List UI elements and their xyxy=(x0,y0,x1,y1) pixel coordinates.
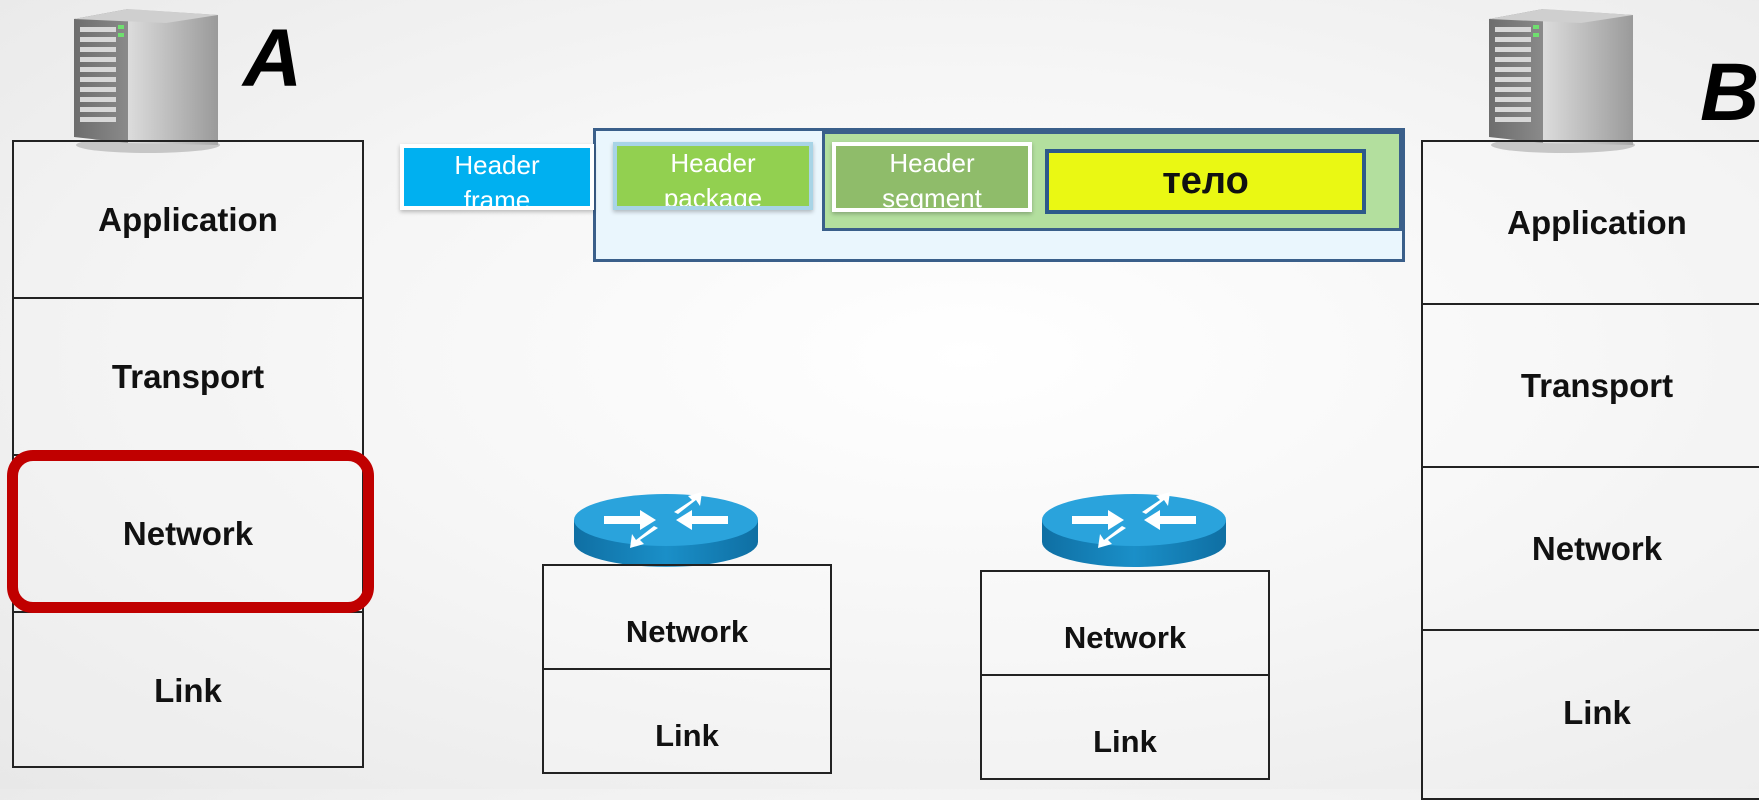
router-1-icon xyxy=(574,492,758,567)
host-b-label: B xyxy=(1700,47,1759,138)
packet-body: тело xyxy=(1045,149,1366,214)
host-b-layer-application: Application xyxy=(1423,142,1759,305)
host-b-layer-network: Network xyxy=(1423,468,1759,631)
package-header: Header package xyxy=(613,142,813,210)
router-1-layer-network: Network xyxy=(544,566,830,670)
server-a-icon xyxy=(74,9,220,153)
host-b-layer-transport: Transport xyxy=(1423,305,1759,468)
router-2-icon xyxy=(1042,492,1226,567)
segment-header: Header segment xyxy=(832,142,1032,212)
network-layer-highlight xyxy=(7,450,374,613)
router-1-layer-link: Link xyxy=(655,718,719,753)
host-a-layer-transport: Transport xyxy=(14,299,362,456)
host-a-layer-link: Link xyxy=(154,671,222,709)
host-a-label: A xyxy=(243,13,303,104)
frame-header: Header frame xyxy=(400,144,594,210)
host-b-layer-link: Link xyxy=(1563,693,1631,731)
router-2-stack: Network Link xyxy=(980,570,1270,780)
host-b-stack: Application Transport Network Link xyxy=(1421,140,1759,800)
router-2-layer-network: Network xyxy=(982,572,1268,676)
server-b-icon xyxy=(1489,9,1635,153)
router-2-layer-link: Link xyxy=(1093,724,1157,759)
host-a-layer-application: Application xyxy=(14,142,362,299)
router-1-stack: Network Link xyxy=(542,564,832,774)
